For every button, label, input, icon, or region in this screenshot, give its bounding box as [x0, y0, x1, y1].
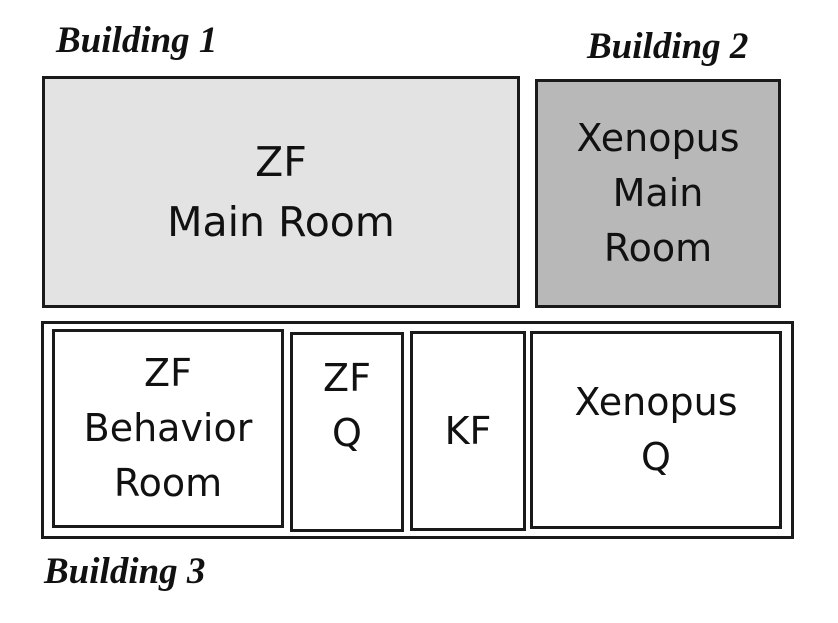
kf-room-label: KF [444, 408, 492, 453]
xenopus-main-room: Xenopus Main Room [535, 79, 781, 308]
zf-behavior-room-label: ZF Behavior Room [83, 351, 253, 505]
zf-main-room: ZF Main Room [42, 76, 520, 308]
building-3-label: Building 3 [44, 551, 206, 592]
zf-q-room: ZF Q [290, 332, 404, 532]
xenopus-main-room-label: Xenopus Main Room [576, 116, 740, 270]
xenopus-q-room-label: Xenopus Q [574, 380, 738, 479]
xenopus-q-room: Xenopus Q [530, 331, 782, 529]
building-1-label: Building 1 [56, 20, 218, 61]
zf-behavior-room: ZF Behavior Room [52, 329, 284, 528]
building-3-outline [41, 321, 794, 539]
zf-main-room-label: ZF Main Room [167, 138, 395, 246]
zf-q-room-label: ZF Q [323, 356, 371, 455]
kf-room: KF [410, 331, 526, 531]
building-2-label: Building 2 [587, 26, 749, 67]
